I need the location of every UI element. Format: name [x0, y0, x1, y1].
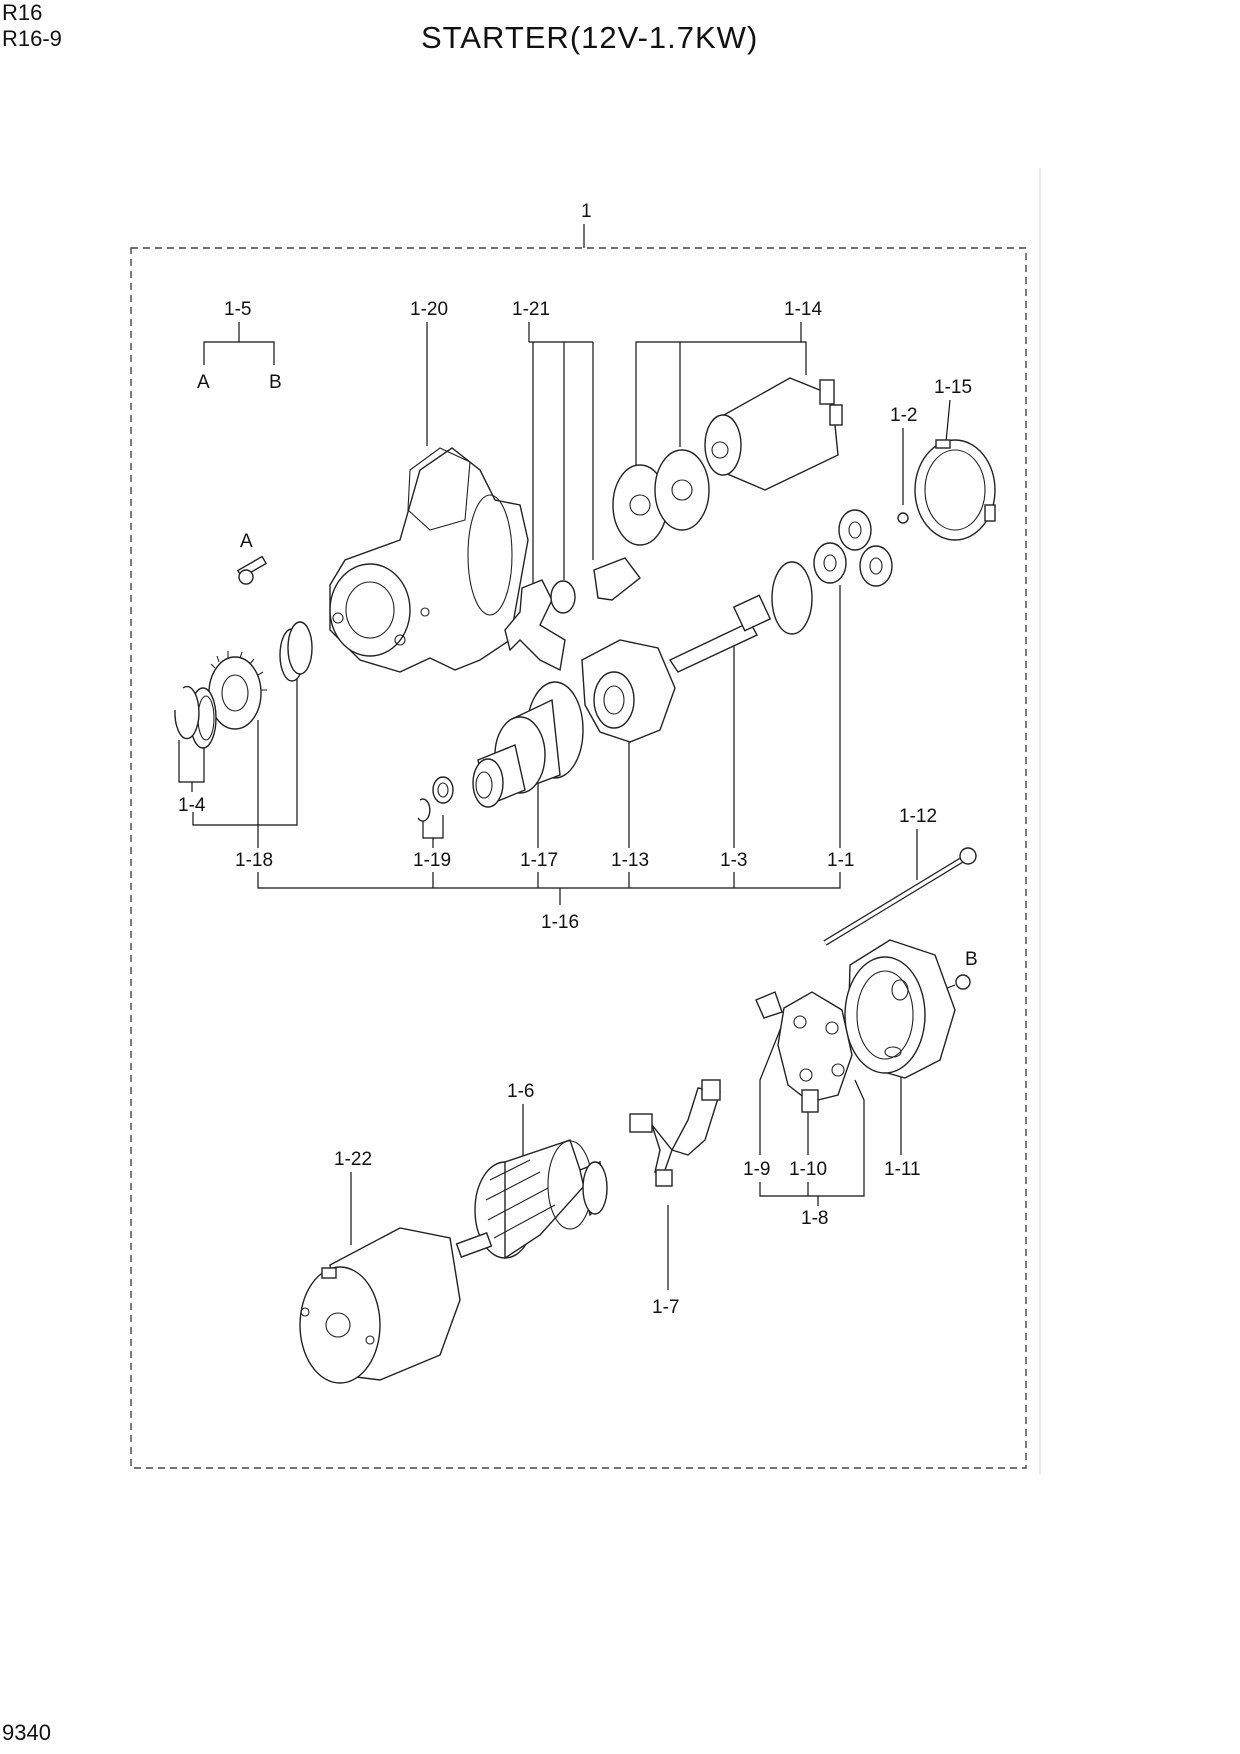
assembly-boundary — [130, 247, 1027, 1469]
label-1-1[interactable]: 1-1 — [827, 850, 854, 871]
front-housing-part — [329, 447, 529, 673]
thrust-rings-part — [279, 621, 313, 682]
label-1-19[interactable]: 1-19 — [413, 850, 451, 871]
label-1-15[interactable]: 1-15 — [934, 377, 972, 398]
label-1-16[interactable]: 1-16 — [541, 912, 579, 933]
label-1-11[interactable]: 1-11 — [884, 1159, 921, 1180]
label-1-18[interactable]: 1-18 — [235, 850, 273, 871]
label-1-6[interactable]: 1-6 — [507, 1081, 534, 1102]
label-1-13[interactable]: 1-13 — [611, 850, 649, 871]
model-code: R16 — [2, 0, 43, 25]
label-1-10[interactable]: 1-10 — [789, 1159, 827, 1180]
label-1-3[interactable]: 1-3 — [720, 850, 747, 871]
label-1-22[interactable]: 1-22 — [334, 1149, 372, 1170]
brush-lead-part — [629, 1079, 721, 1187]
label-1-4[interactable]: 1-4 — [178, 795, 206, 816]
bolt-b-part — [944, 974, 971, 990]
planetary-gears-part — [813, 509, 893, 587]
steel-ball-part — [897, 512, 909, 524]
label-1-14[interactable]: 1-14 — [784, 299, 822, 320]
callout-labels: 1 1-5 A B 1-20 1-21 1-14 1-15 1-2 A 1-4 … — [178, 201, 978, 1318]
page-code: 9340 — [2, 1720, 51, 1745]
label-1-21[interactable]: 1-21 — [512, 299, 550, 320]
page-title: STARTER(12V-1.7KW) — [421, 20, 759, 55]
stop-ring-part — [174, 685, 217, 749]
through-bolt-part — [823, 847, 977, 946]
pinion-gear-part — [208, 651, 267, 730]
shift-lever-part — [504, 557, 641, 672]
label-assembly[interactable]: 1 — [581, 201, 592, 222]
pinion-shaft-part — [668, 561, 813, 673]
brush-holder-part — [755, 991, 853, 1113]
retainer-ring-part — [417, 776, 454, 822]
label-1-5[interactable]: 1-5 — [224, 299, 251, 320]
label-1-7[interactable]: 1-7 — [652, 1297, 679, 1318]
label-1-12[interactable]: 1-12 — [899, 806, 937, 827]
label-1-5-B[interactable]: B — [269, 372, 282, 393]
label-1-5-A[interactable]: A — [197, 372, 210, 393]
label-1-2[interactable]: 1-2 — [890, 405, 917, 426]
armature-part — [455, 1139, 608, 1260]
bolt-a-part — [236, 555, 268, 585]
yoke-assembly-part — [299, 1227, 461, 1384]
label-bolt-A[interactable]: A — [240, 531, 253, 552]
label-1-20[interactable]: 1-20 — [410, 299, 448, 320]
center-bracket-part — [581, 639, 676, 743]
internal-gear-part — [914, 439, 996, 541]
rear-cover-part — [844, 939, 956, 1079]
solenoid-switch-part — [612, 377, 843, 546]
label-1-17[interactable]: 1-17 — [520, 850, 558, 871]
label-1-8[interactable]: 1-8 — [801, 1208, 828, 1229]
leader-lines — [178, 224, 951, 1290]
label-1-9[interactable]: 1-9 — [743, 1159, 770, 1180]
label-bolt-B[interactable]: B — [965, 949, 978, 970]
submodel-code: R16-9 — [2, 26, 62, 51]
overrunning-clutch-part — [472, 681, 584, 808]
